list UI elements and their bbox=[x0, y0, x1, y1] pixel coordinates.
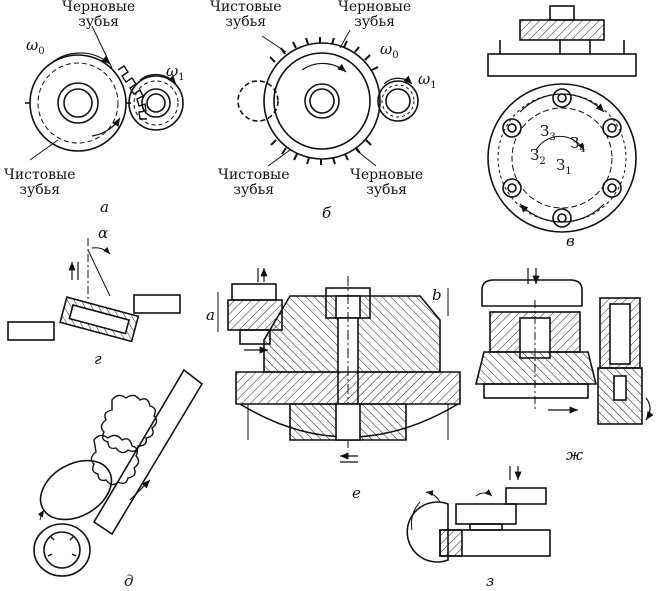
a-omega1-label: ω1 bbox=[166, 62, 185, 83]
caption-e: е bbox=[352, 484, 361, 502]
caption-v: в bbox=[566, 232, 575, 250]
small-gear-hub-outer bbox=[141, 88, 171, 118]
d-workpiece bbox=[33, 523, 91, 577]
large-gear-hub-outer bbox=[57, 82, 99, 124]
e-dimension-b-label: b bbox=[432, 286, 442, 304]
v-plate bbox=[487, 83, 637, 233]
v-z1-label: З1 bbox=[556, 156, 572, 177]
b-hub-outer bbox=[304, 83, 340, 119]
caption-g: г bbox=[94, 350, 102, 368]
caption-d: д bbox=[124, 572, 134, 590]
b-omega1-label: ω1 bbox=[418, 70, 437, 91]
panel-v-drawing bbox=[487, 5, 637, 233]
caption-zh: ж bbox=[566, 446, 584, 464]
b-omega0-label: ω0 bbox=[380, 40, 399, 61]
v-tool-circles bbox=[502, 88, 622, 228]
panel-d-drawing bbox=[33, 368, 204, 577]
large-gear-hub-inner bbox=[63, 88, 93, 118]
panel-e-drawing bbox=[217, 268, 461, 462]
b-right-pinion bbox=[377, 80, 419, 122]
g-alpha-label: α bbox=[98, 224, 109, 242]
b-left-pinion-dashed bbox=[237, 80, 279, 122]
large-gear-body bbox=[29, 54, 127, 152]
v-z3-label: З3 bbox=[540, 122, 556, 143]
v-z4-label: З4 bbox=[570, 134, 586, 155]
small-gear-body bbox=[128, 75, 184, 131]
b-ring-gear-outer bbox=[263, 42, 381, 160]
small-gear-hub-inner bbox=[146, 93, 166, 113]
caption-a: а bbox=[100, 198, 109, 216]
b-hub-inner bbox=[309, 88, 335, 114]
v-z2-label: З2 bbox=[530, 146, 546, 167]
caption-b: б bbox=[322, 204, 332, 222]
z-disk bbox=[406, 501, 449, 563]
e-dimension-a-label: a bbox=[206, 306, 215, 324]
caption-z: з bbox=[486, 572, 495, 590]
panel-b-drawing bbox=[237, 29, 419, 167]
a-omega0-label: ω0 bbox=[26, 36, 45, 57]
b-ring-gear-inner bbox=[273, 52, 371, 150]
panel-z-drawing bbox=[406, 466, 551, 563]
panel-a-drawing bbox=[25, 25, 184, 161]
panel-zh-drawing bbox=[474, 268, 654, 425]
panel-g-drawing bbox=[7, 238, 181, 343]
